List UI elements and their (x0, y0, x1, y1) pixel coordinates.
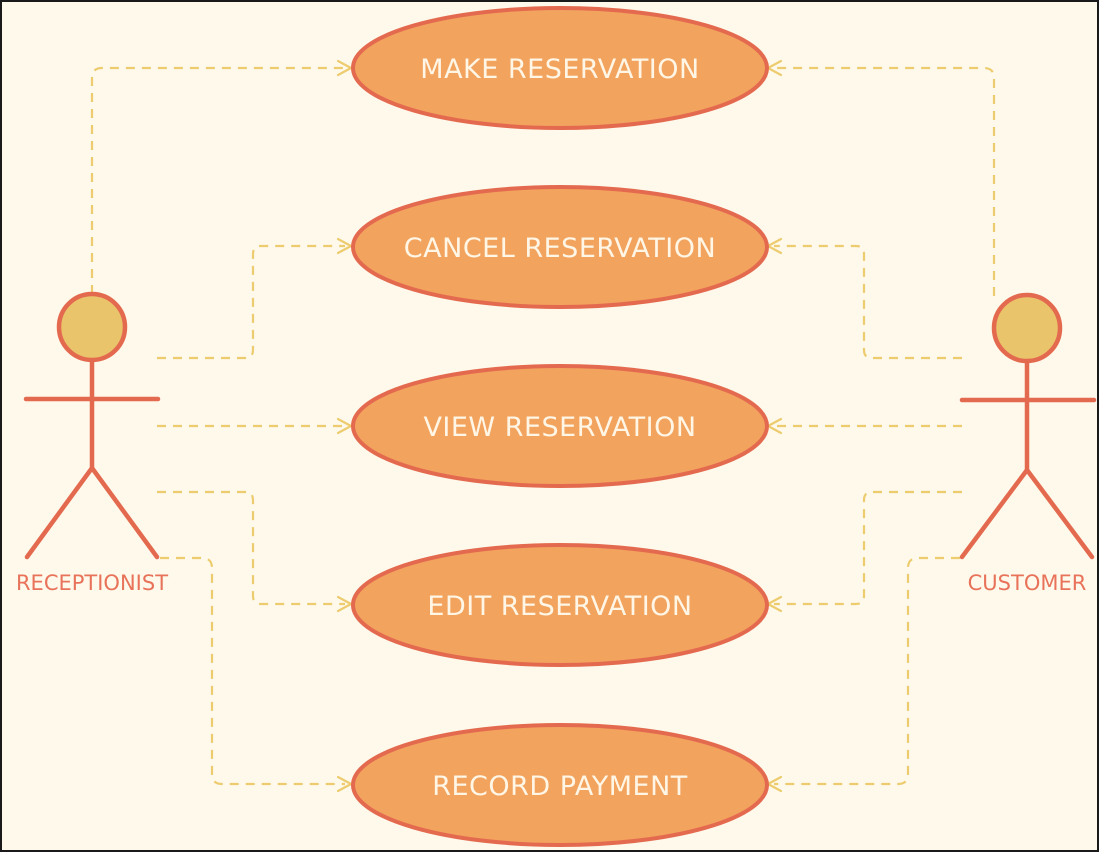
use-case-ellipse (351, 6, 769, 130)
actor-label-receptionist: RECEPTIONIST (16, 571, 168, 595)
arrowhead-record-left (336, 775, 353, 793)
actor-head (991, 292, 1063, 364)
connector-receptionist-edit (157, 490, 345, 606)
use-case-ellipse (351, 543, 769, 667)
use-case-label: MAKE RESERVATION (420, 54, 699, 85)
use-case-make-reservation[interactable]: MAKE RESERVATION (351, 6, 769, 130)
arrowhead-edit-left (336, 595, 353, 613)
use-case-label: CANCEL RESERVATION (404, 233, 716, 264)
actor-label-customer: CUSTOMER (968, 571, 1087, 595)
use-case-view-reservation[interactable]: VIEW RESERVATION (351, 364, 769, 488)
actor-receptionist[interactable]: RECEPTIONIST (16, 291, 168, 595)
use-case-label: RECORD PAYMENT (432, 771, 688, 802)
actor-right-leg (1024, 467, 1095, 560)
use-case-cancel-reservation[interactable]: CANCEL RESERVATION (351, 185, 769, 309)
actor-head (56, 291, 128, 363)
use-case-ellipse (351, 364, 769, 488)
connector-customer-make (774, 66, 996, 296)
use-case-edit-reservation[interactable]: EDIT RESERVATION (351, 543, 769, 667)
actor-customer[interactable]: CUSTOMER (959, 292, 1097, 595)
customer-connectors (766, 59, 996, 793)
arrowhead-cancel-left (336, 237, 353, 255)
use-case-record-payment[interactable]: RECORD PAYMENT (351, 723, 769, 847)
actor-right-leg (89, 465, 160, 560)
connector-receptionist-make (90, 66, 345, 294)
connector-customer-cancel (774, 244, 962, 360)
connector-receptionist-record (160, 556, 345, 786)
actor-left-leg (24, 465, 95, 560)
connector-receptionist-cancel (157, 244, 345, 360)
use-case-label: VIEW RESERVATION (423, 412, 696, 443)
use-case-label: EDIT RESERVATION (427, 591, 692, 622)
actor-left-leg (959, 467, 1030, 560)
connector-customer-record (774, 556, 960, 786)
connector-customer-edit (774, 490, 962, 606)
use-case-ellipse (351, 185, 769, 309)
receptionist-connectors (90, 59, 353, 793)
use-case-ellipse (351, 723, 769, 847)
